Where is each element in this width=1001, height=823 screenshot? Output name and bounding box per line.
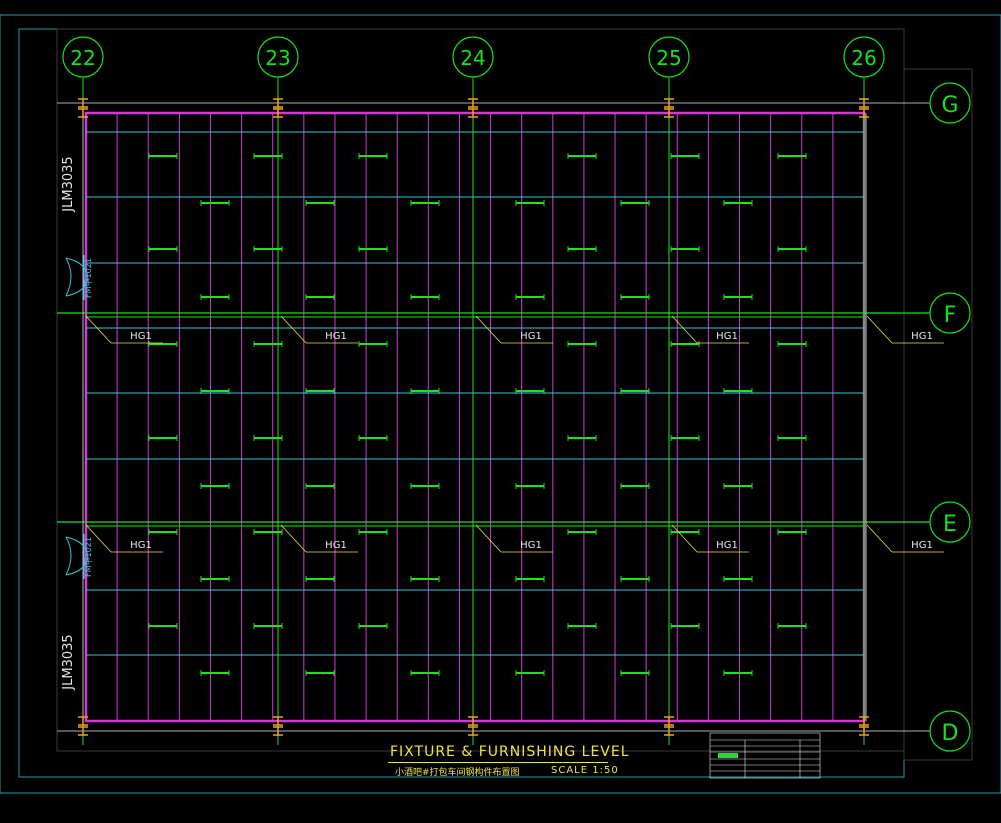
beam-tag: HG1 (325, 540, 347, 551)
beam-tag: HG1 (520, 540, 542, 551)
axis-label: 24 (460, 46, 485, 70)
leader-line (280, 315, 307, 344)
axis-label: G (941, 93, 958, 118)
axis-label: 23 (265, 46, 290, 70)
axis-label: E (943, 512, 957, 537)
axis-bubble-23: 23 (257, 36, 299, 78)
door-label: FM甲1021 (84, 537, 93, 577)
axis-label: 25 (656, 46, 681, 70)
door-label: FM甲1021 (84, 258, 93, 298)
leader-line (475, 315, 502, 344)
axis-bubble-E: E (929, 501, 971, 543)
axis-bubble-25: 25 (648, 36, 690, 78)
leader-line (866, 524, 893, 553)
purlin-lines (84, 111, 866, 723)
beam-tag: HG1 (325, 331, 347, 342)
axis-bubble-22: 22 (62, 36, 104, 78)
beam-tag: HG1 (911, 331, 933, 342)
leader-line (85, 315, 112, 344)
leader-line (671, 524, 698, 553)
axis-bubble-G: G (929, 82, 971, 124)
roof-outline (84, 111, 866, 723)
door-symbol-lower (65, 534, 89, 579)
leader-line (475, 524, 502, 553)
tie-lines (86, 131, 864, 656)
axis-lines (57, 78, 930, 745)
axis-bubble-26: 26 (843, 36, 885, 78)
drawing-subtitle: 小酒吧#打包车间钢构件布置图 (395, 768, 520, 778)
axis-label: D (942, 721, 959, 746)
beam-tag: HG1 (911, 540, 933, 551)
window-label-upper: JLM3035 (61, 156, 76, 212)
leader-line (866, 315, 893, 344)
beam-tag: HG1 (716, 331, 738, 342)
title-underline (388, 762, 608, 763)
beam-tag: HG1 (716, 540, 738, 551)
door-symbol-upper (65, 255, 89, 300)
column-markers (78, 98, 869, 736)
leader-line (280, 524, 307, 553)
axis-label: F (944, 303, 957, 328)
leader-line (85, 524, 112, 553)
drawing-scale: SCALE 1:50 (551, 765, 619, 776)
leader-line (671, 315, 698, 344)
axis-bubble-D: D (929, 710, 971, 752)
brace-ticks (148, 153, 807, 676)
beam-tag: HG1 (520, 331, 542, 342)
beam-tag: HG1 (130, 331, 152, 342)
axis-label: 22 (70, 46, 95, 70)
drawing-frame (0, 14, 1001, 794)
axis-bubble-24: 24 (452, 36, 494, 78)
drawing-title: FIXTURE & FURNISHING LEVEL (390, 744, 630, 760)
axis-bubble-F: F (929, 292, 971, 334)
window-label-lower: JLM3035 (61, 634, 76, 690)
axis-label: 26 (851, 46, 876, 70)
title-block (709, 732, 821, 779)
beam-tag: HG1 (130, 540, 152, 551)
